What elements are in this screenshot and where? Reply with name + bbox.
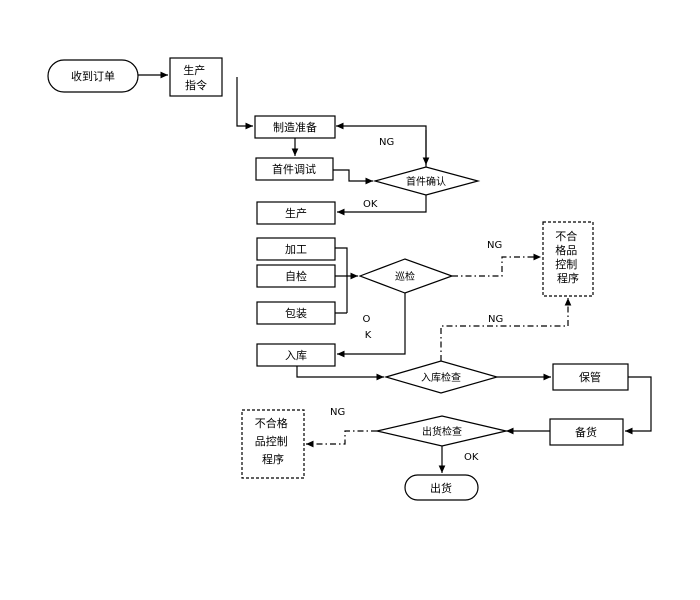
- storage-label: 保管: [579, 370, 601, 384]
- mfg-prep-label: 制造准备: [273, 120, 317, 134]
- nonconform-2-label-3: 程序: [262, 452, 284, 466]
- node-first-confirm: 首件确认: [372, 166, 481, 196]
- svg-text:生产 指令: 生产 指令: [183, 63, 209, 92]
- edge-warehousing-to-check: [296, 366, 384, 381]
- edge-patrol-ng-to-nonconform: [452, 253, 541, 277]
- label-ng-shipment: NG: [330, 407, 345, 418]
- shipment-check-label: 出货检查: [422, 425, 462, 438]
- label-ok-shipment: OK: [464, 452, 479, 463]
- production-order-label-2: 指令: [185, 78, 207, 92]
- node-storage: 保管: [552, 363, 629, 391]
- processing-label: 加工: [285, 243, 307, 256]
- node-nonconform-2: 不合格 品控制 程序: [241, 409, 305, 479]
- node-nonconform-1: 不合 格品 控制 程序: [542, 221, 594, 297]
- ship-label: 出货: [430, 481, 452, 495]
- label-ok-patrol-k: K: [365, 330, 372, 341]
- node-ship: 出货: [404, 474, 479, 501]
- nonconform-2-label-1: 不合格: [255, 416, 288, 430]
- node-production: 生产: [256, 201, 336, 225]
- node-processing: 加工: [256, 237, 336, 261]
- edge-confirm-ok-to-production: [337, 195, 427, 216]
- label-ng-patrol: NG: [487, 240, 502, 251]
- label-ng-warehouse: NG: [488, 314, 503, 325]
- stock-prep-label: 备货: [575, 425, 597, 439]
- svg-text:不合格 品控制 程序: 不合格 品控制 程序: [255, 416, 292, 466]
- edge-shipcheck-ng-to-nonconform: [306, 430, 377, 448]
- production-label: 生产: [285, 206, 307, 220]
- node-receive-order: 收到订单: [47, 59, 139, 93]
- packaging-label: 包装: [285, 307, 307, 320]
- node-packaging: 包装: [256, 301, 336, 325]
- label-ok-patrol-o: O: [362, 314, 370, 325]
- node-patrol-check: 巡检: [358, 258, 454, 294]
- nonconform-2-label-2: 品控制: [255, 434, 288, 448]
- nonconform-1-label-2: 格品: [555, 243, 577, 257]
- label-ng-first-confirm: NG: [379, 137, 394, 148]
- node-first-debug: 首件调试: [255, 157, 334, 181]
- node-shipment-check: 出货检查: [376, 415, 507, 447]
- node-warehouse-check: 入库检查: [383, 360, 500, 394]
- edge-bracket-to-patrol: [335, 247, 358, 314]
- nonconform-1-label-1: 不合: [555, 229, 577, 243]
- warehousing-label: 入库: [285, 349, 307, 362]
- edge-storage-to-stock: [625, 376, 652, 435]
- node-mfg-prep: 制造准备: [254, 115, 336, 139]
- node-stock-prep: 备货: [549, 418, 624, 446]
- edge-patrol-ok-to-warehousing: [337, 293, 406, 358]
- nonconform-1-label-3: 控制: [555, 257, 577, 271]
- first-confirm-label: 首件确认: [406, 175, 446, 188]
- svg-text:不合 格品 控制 程序: 不合 格品 控制 程序: [555, 229, 581, 285]
- edge-instruction-to-prep: [236, 77, 253, 130]
- node-warehousing: 入库: [256, 343, 336, 367]
- edge-debug-to-confirm: [333, 169, 373, 185]
- warehouse-check-label: 入库检查: [421, 371, 461, 384]
- production-order-label-1: 生产: [183, 63, 205, 77]
- edges: [138, 71, 652, 473]
- nonconform-1-label-4: 程序: [557, 271, 579, 285]
- edge-warehouse-ng-to-nonconform: [440, 298, 572, 361]
- label-ok-first-confirm: OK: [363, 199, 378, 210]
- self-check-label: 自检: [285, 269, 307, 283]
- first-debug-label: 首件调试: [272, 162, 316, 176]
- patrol-check-label: 巡检: [395, 270, 415, 283]
- node-production-order: 生产 指令: [169, 57, 223, 97]
- svg-text:O K: O K: [362, 314, 373, 341]
- node-self-check: 自检: [256, 264, 336, 288]
- receive-order-label: 收到订单: [71, 69, 115, 83]
